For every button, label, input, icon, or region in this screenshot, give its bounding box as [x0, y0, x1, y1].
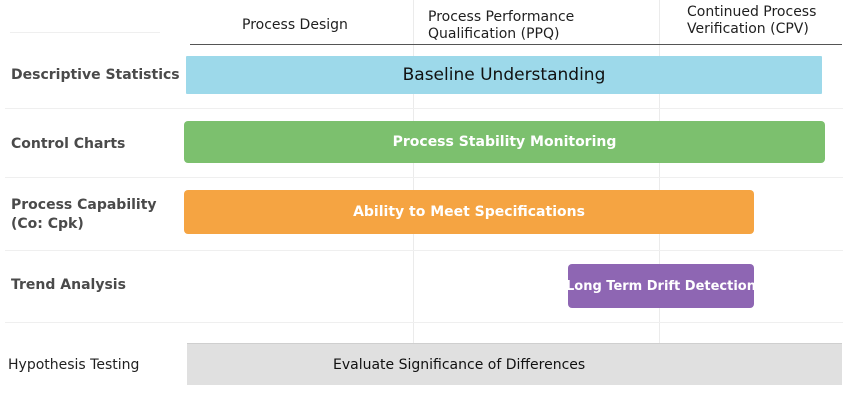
row-divider-2: [5, 177, 843, 178]
bar-process-stability-monitoring: Process Stability Monitoring: [184, 121, 825, 163]
phase-header-cpv: Continued Process Verification (CPV): [687, 4, 817, 37]
bar-evaluate-significance: Evaluate Significance of Differences: [187, 343, 842, 385]
bar-ability-to-meet-specifications: Ability to Meet Specifications: [184, 190, 754, 234]
row-divider-4: [5, 322, 843, 323]
row-label-hypothesis-testing: Hypothesis Testing: [8, 357, 140, 373]
bar-label-evaluate-significance: Evaluate Significance of Differences: [333, 356, 586, 373]
bar-label-ability-to-meet-specifications: Ability to Meet Specifications: [353, 204, 585, 220]
phase-divider-2: [659, 0, 660, 360]
phase-divider-1: [413, 0, 414, 360]
phase-header-ppq: Process Performance Qualification (PPQ): [428, 9, 575, 42]
row-divider-1: [5, 108, 843, 109]
bar-baseline-understanding: Baseline Understanding: [186, 56, 822, 94]
row-divider-3: [5, 250, 843, 251]
bar-label-baseline-understanding: Baseline Understanding: [402, 65, 606, 85]
bar-long-term-drift-detection: Long Term Drift Detection: [566, 264, 756, 308]
row-label-trend-analysis: Trend Analysis: [11, 277, 126, 293]
row-label-process-capability: Process Capability (Co: Cpk): [11, 197, 157, 232]
header-top-rule: [10, 32, 160, 33]
bar-label-process-stability-monitoring: Process Stability Monitoring: [392, 134, 617, 150]
header-rule: [190, 44, 842, 45]
bar-label-long-term-drift-detection: Long Term Drift Detection: [566, 278, 756, 294]
row-label-control-charts: Control Charts: [11, 136, 126, 152]
row-label-descriptive-statistics: Descriptive Statistics: [11, 67, 180, 83]
phase-header-design: Process Design: [242, 17, 348, 33]
